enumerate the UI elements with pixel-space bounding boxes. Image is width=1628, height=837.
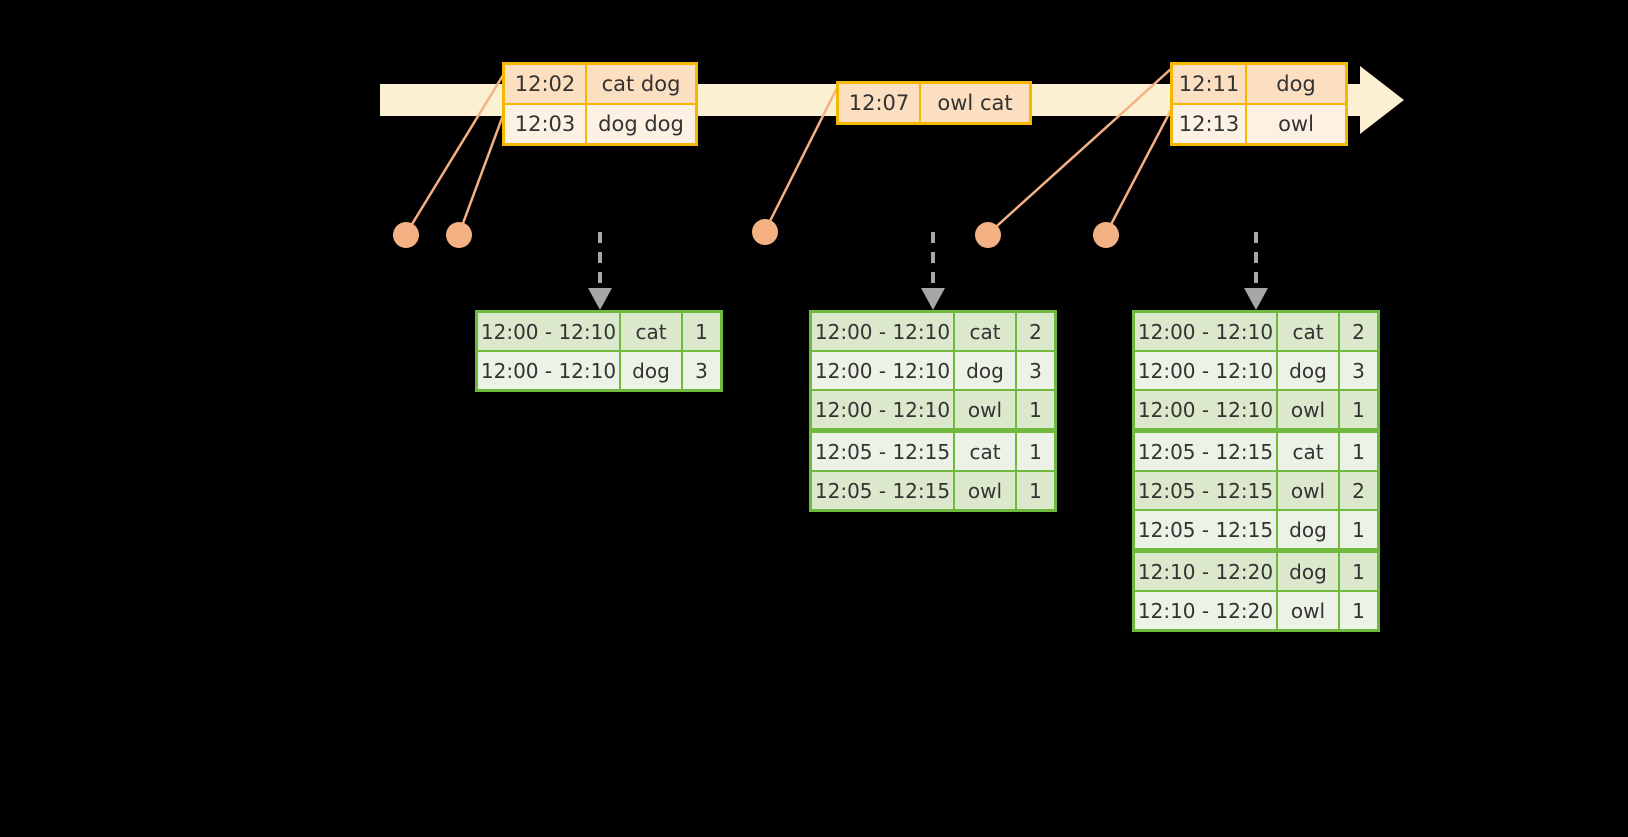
event-row[interactable]: 12:03 dog dog <box>505 103 695 143</box>
event-dot-5 <box>1093 222 1119 248</box>
event-dots <box>393 219 1119 248</box>
event-words: cat dog <box>587 65 695 103</box>
window-cell: 12:00 - 12:10 <box>1135 391 1278 428</box>
event-dot-2 <box>446 222 472 248</box>
table-row[interactable]: 12:00 - 12:10 dog 3 <box>812 350 1054 389</box>
table-row[interactable]: 12:10 - 12:20 owl 1 <box>1135 590 1377 629</box>
word-cell: dog <box>1278 553 1340 590</box>
word-cell: dog <box>1278 352 1340 389</box>
event-words: owl <box>1247 105 1345 143</box>
window-cell: 12:05 - 12:15 <box>1135 511 1278 548</box>
count-cell: 2 <box>1017 313 1054 350</box>
word-cell: owl <box>955 391 1017 428</box>
count-cell: 2 <box>1340 472 1377 509</box>
word-cell: cat <box>955 433 1017 470</box>
count-cell: 1 <box>683 313 720 350</box>
count-cell: 1 <box>1340 553 1377 590</box>
window-cell: 12:10 - 12:20 <box>1135 553 1278 590</box>
event-dot-3 <box>752 219 778 245</box>
window-cell: 12:05 - 12:15 <box>1135 433 1278 470</box>
table-row[interactable]: 12:05 - 12:15 cat 1 <box>1135 431 1377 470</box>
word-cell: cat <box>955 313 1017 350</box>
word-cell: owl <box>1278 472 1340 509</box>
event-time: 12:07 <box>839 84 921 122</box>
window-cell: 12:05 - 12:15 <box>812 472 955 509</box>
table-row[interactable]: 12:00 - 12:10 owl 1 <box>1135 389 1377 431</box>
word-cell: owl <box>1278 592 1340 629</box>
word-cell: cat <box>1278 313 1340 350</box>
table-row[interactable]: 12:00 - 12:10 dog 3 <box>478 350 720 389</box>
count-cell: 1 <box>1340 511 1377 548</box>
result-flow-arrows <box>588 232 1268 310</box>
event-words: dog <box>1247 65 1345 103</box>
event-row[interactable]: 12:11 dog <box>1173 65 1345 103</box>
table-row[interactable]: 12:00 - 12:10 owl 1 <box>812 389 1054 431</box>
event-group-2: 12:07 owl cat <box>836 81 1032 125</box>
event-time: 12:03 <box>505 105 587 143</box>
flow-arrow-1 <box>588 232 612 310</box>
table-row[interactable]: 12:05 - 12:15 dog 1 <box>1135 509 1377 551</box>
event-row[interactable]: 12:07 owl cat <box>839 84 1029 122</box>
word-cell: owl <box>1278 391 1340 428</box>
result-table-2: 12:00 - 12:10 cat 2 12:00 - 12:10 dog 3 … <box>809 310 1057 512</box>
count-cell: 3 <box>1340 352 1377 389</box>
table-row[interactable]: 12:00 - 12:10 dog 3 <box>1135 350 1377 389</box>
event-group-3: 12:11 dog 12:13 owl <box>1170 62 1348 146</box>
window-cell: 12:05 - 12:15 <box>1135 472 1278 509</box>
word-cell: cat <box>1278 433 1340 470</box>
word-cell: dog <box>621 352 683 389</box>
count-cell: 3 <box>1017 352 1054 389</box>
event-dot-4 <box>975 222 1001 248</box>
table-row[interactable]: 12:00 - 12:10 cat 2 <box>1135 313 1377 350</box>
window-cell: 12:00 - 12:10 <box>1135 352 1278 389</box>
result-table-3: 12:00 - 12:10 cat 2 12:00 - 12:10 dog 3 … <box>1132 310 1380 632</box>
event-time: 12:13 <box>1173 105 1247 143</box>
table-row[interactable]: 12:00 - 12:10 cat 2 <box>812 313 1054 350</box>
count-cell: 2 <box>1340 313 1377 350</box>
wire-5 <box>1104 107 1174 235</box>
count-cell: 1 <box>1340 391 1377 428</box>
window-cell: 12:05 - 12:15 <box>812 433 955 470</box>
window-cell: 12:00 - 12:10 <box>812 352 955 389</box>
table-row[interactable]: 12:00 - 12:10 cat 1 <box>478 313 720 350</box>
count-cell: 1 <box>1017 433 1054 470</box>
window-cell: 12:00 - 12:10 <box>478 313 621 350</box>
wire-3 <box>763 85 840 232</box>
event-dot-1 <box>393 222 419 248</box>
wire-1 <box>404 71 507 235</box>
event-group-1: 12:02 cat dog 12:03 dog dog <box>502 62 698 146</box>
count-cell: 1 <box>1340 433 1377 470</box>
event-row[interactable]: 12:13 owl <box>1173 103 1345 143</box>
count-cell: 1 <box>1017 391 1054 428</box>
flow-arrow-2 <box>921 232 945 310</box>
table-row[interactable]: 12:05 - 12:15 owl 1 <box>812 470 1054 509</box>
event-time: 12:02 <box>505 65 587 103</box>
event-words: owl cat <box>921 84 1029 122</box>
word-cell: dog <box>955 352 1017 389</box>
word-cell: owl <box>955 472 1017 509</box>
event-row[interactable]: 12:02 cat dog <box>505 65 695 103</box>
table-row[interactable]: 12:05 - 12:15 cat 1 <box>812 431 1054 470</box>
table-row[interactable]: 12:05 - 12:15 owl 2 <box>1135 470 1377 509</box>
window-cell: 12:00 - 12:10 <box>812 391 955 428</box>
result-table-1: 12:00 - 12:10 cat 1 12:00 - 12:10 dog 3 <box>475 310 723 392</box>
table-row[interactable]: 12:10 - 12:20 dog 1 <box>1135 551 1377 590</box>
word-cell: dog <box>1278 511 1340 548</box>
window-cell: 12:00 - 12:10 <box>1135 313 1278 350</box>
count-cell: 3 <box>683 352 720 389</box>
flow-arrow-3 <box>1244 232 1268 310</box>
window-cell: 12:00 - 12:10 <box>478 352 621 389</box>
count-cell: 1 <box>1017 472 1054 509</box>
window-cell: 12:10 - 12:20 <box>1135 592 1278 629</box>
word-cell: cat <box>621 313 683 350</box>
window-cell: 12:00 - 12:10 <box>812 313 955 350</box>
wire-2 <box>457 109 507 235</box>
event-time: 12:11 <box>1173 65 1247 103</box>
count-cell: 1 <box>1340 592 1377 629</box>
event-words: dog dog <box>587 105 695 143</box>
